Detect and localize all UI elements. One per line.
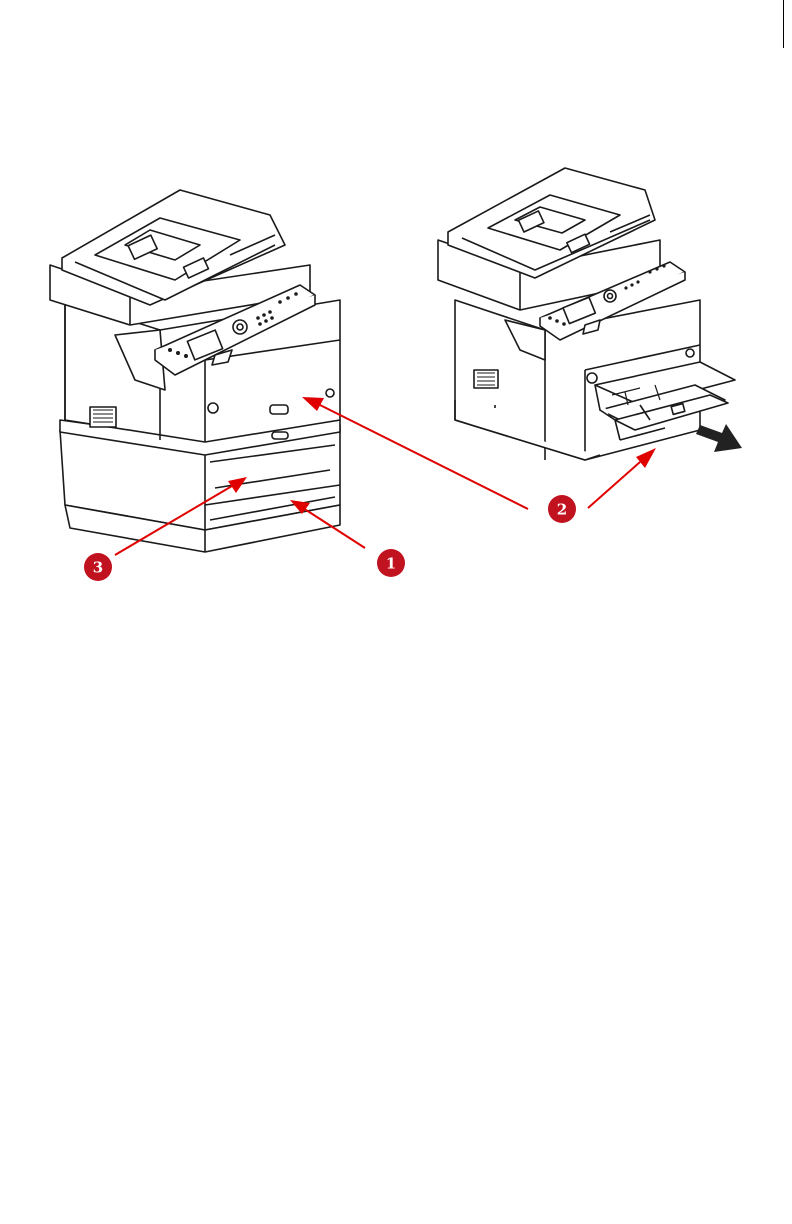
callout-line-2b: [588, 462, 640, 508]
printer-left-illustration: [50, 190, 340, 552]
callout-badge-2: 2: [548, 495, 576, 523]
callout-badge-3: 3: [84, 553, 112, 581]
pull-direction-arrow-icon: [696, 424, 742, 452]
callout-label-2: 2: [557, 501, 567, 519]
callout-badge-1: 1: [377, 549, 405, 577]
printer-right-illustration: [438, 168, 735, 460]
callout-arrowhead-2b: [636, 448, 656, 468]
printer-figure: 1 2 3: [0, 0, 792, 620]
callout-label-1: 1: [386, 555, 396, 573]
callout-label-3: 3: [93, 559, 103, 577]
